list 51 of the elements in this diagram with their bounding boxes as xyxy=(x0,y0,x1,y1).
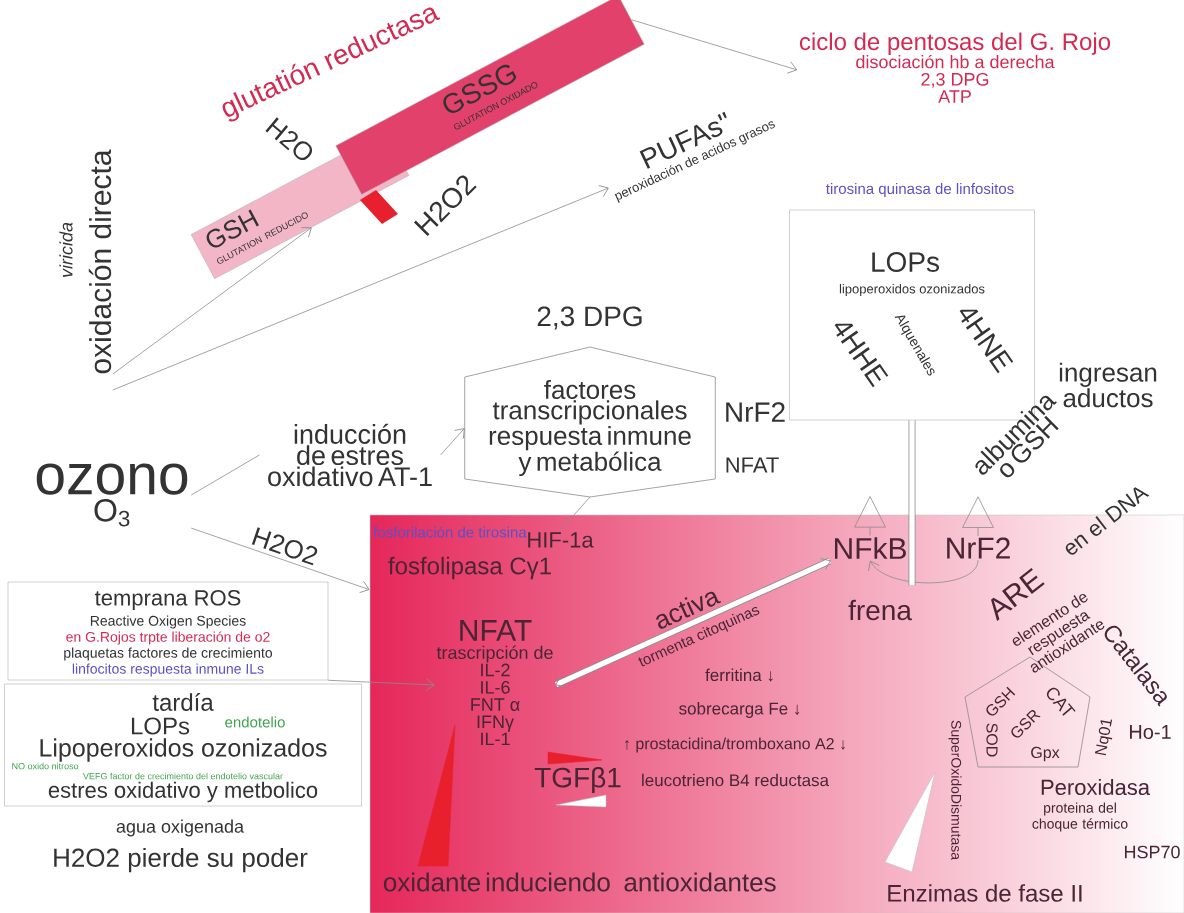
edge-label: H2O2 xyxy=(251,527,318,566)
arrow xyxy=(440,428,465,456)
label-text: HSP70 xyxy=(1125,845,1180,859)
label-text: NFAT xyxy=(726,457,779,473)
label-text: proteina del choque térmico xyxy=(1032,802,1128,832)
arrow xyxy=(112,227,312,375)
term-text: ciclo de pentosas del G. Rojo disociación hb a derecha 2,3 DPG ATP xyxy=(799,32,1111,103)
label-text: ingresan aductos xyxy=(1059,362,1157,408)
info-box: temprana ROS Reactive Oxigen Species en G.Rojos trpte liberación de o2 plaquetas factores de crecimiento linfocitos respuesta inmune ILs xyxy=(7,581,329,681)
term-text: HIF-1a xyxy=(528,532,594,548)
double-arrow xyxy=(554,557,832,688)
node-label: tirosina quinasa de linfositos xyxy=(826,183,1014,197)
arrow xyxy=(854,496,886,536)
label-text: leucotrieno B4 reductasa xyxy=(642,773,829,787)
label-text: en el DNA xyxy=(1065,487,1150,555)
hexagon: 2,3 DPG factores transcripcionales respuesta inmune y metabólica xyxy=(464,306,716,498)
wedge xyxy=(884,771,936,873)
arrow xyxy=(112,185,609,391)
label-text: H2O2 pierde su poder xyxy=(54,847,308,873)
label-text: SuperOxidoDismutasa xyxy=(948,720,962,860)
term-text: inducción de estres oxidativo AT-1 xyxy=(268,423,432,487)
arrow xyxy=(962,496,994,537)
wedge xyxy=(555,794,607,808)
label-text: Peroxidasa xyxy=(1041,778,1151,796)
term-text: oxidación directa viricida xyxy=(59,149,112,374)
arrow xyxy=(631,19,798,74)
label-text: sobrecarga Fe ↓ xyxy=(679,702,800,718)
label-text: ferritina ↓ xyxy=(705,668,773,682)
edge-label: frena xyxy=(848,599,912,621)
arrow xyxy=(190,527,370,593)
label-text: fosfolipasa Cγ1 xyxy=(388,556,551,580)
double-line xyxy=(908,420,916,586)
term-text: ozono O$_{3}$ xyxy=(36,463,188,527)
wedge xyxy=(547,751,603,765)
label-text: fosforilación de tirosina xyxy=(373,526,527,538)
label-text: induciendo xyxy=(486,872,610,892)
label-text: ↑ prostacidina/tromboxano A2 ↓ xyxy=(625,737,845,753)
term-text: NFAT trascripción de IL-2 IL-6 FNT α IFNγ IL-1 xyxy=(436,620,553,746)
curved-arrow xyxy=(868,559,979,584)
label-text: antioxidantes xyxy=(624,872,776,892)
term-text: NrF2 xyxy=(947,537,1010,559)
info-box: tardía LOPs endotelio Lipoperoxidos ozonizados NO oxido nitroso VEFG factor de crecimiento del endotelio vascular estres oxidativo y metbolico xyxy=(4,683,362,807)
label-text: TGFβ1 xyxy=(534,766,621,794)
term-text: NFkB xyxy=(835,537,906,559)
label-text: NrF2 xyxy=(726,402,785,422)
arrow xyxy=(327,678,435,691)
label-text: Ho-1 xyxy=(1129,725,1171,739)
label-text: oxidante xyxy=(383,872,480,892)
line xyxy=(559,496,591,532)
line xyxy=(190,454,260,496)
node-label: 2,3 DPG xyxy=(537,306,642,330)
